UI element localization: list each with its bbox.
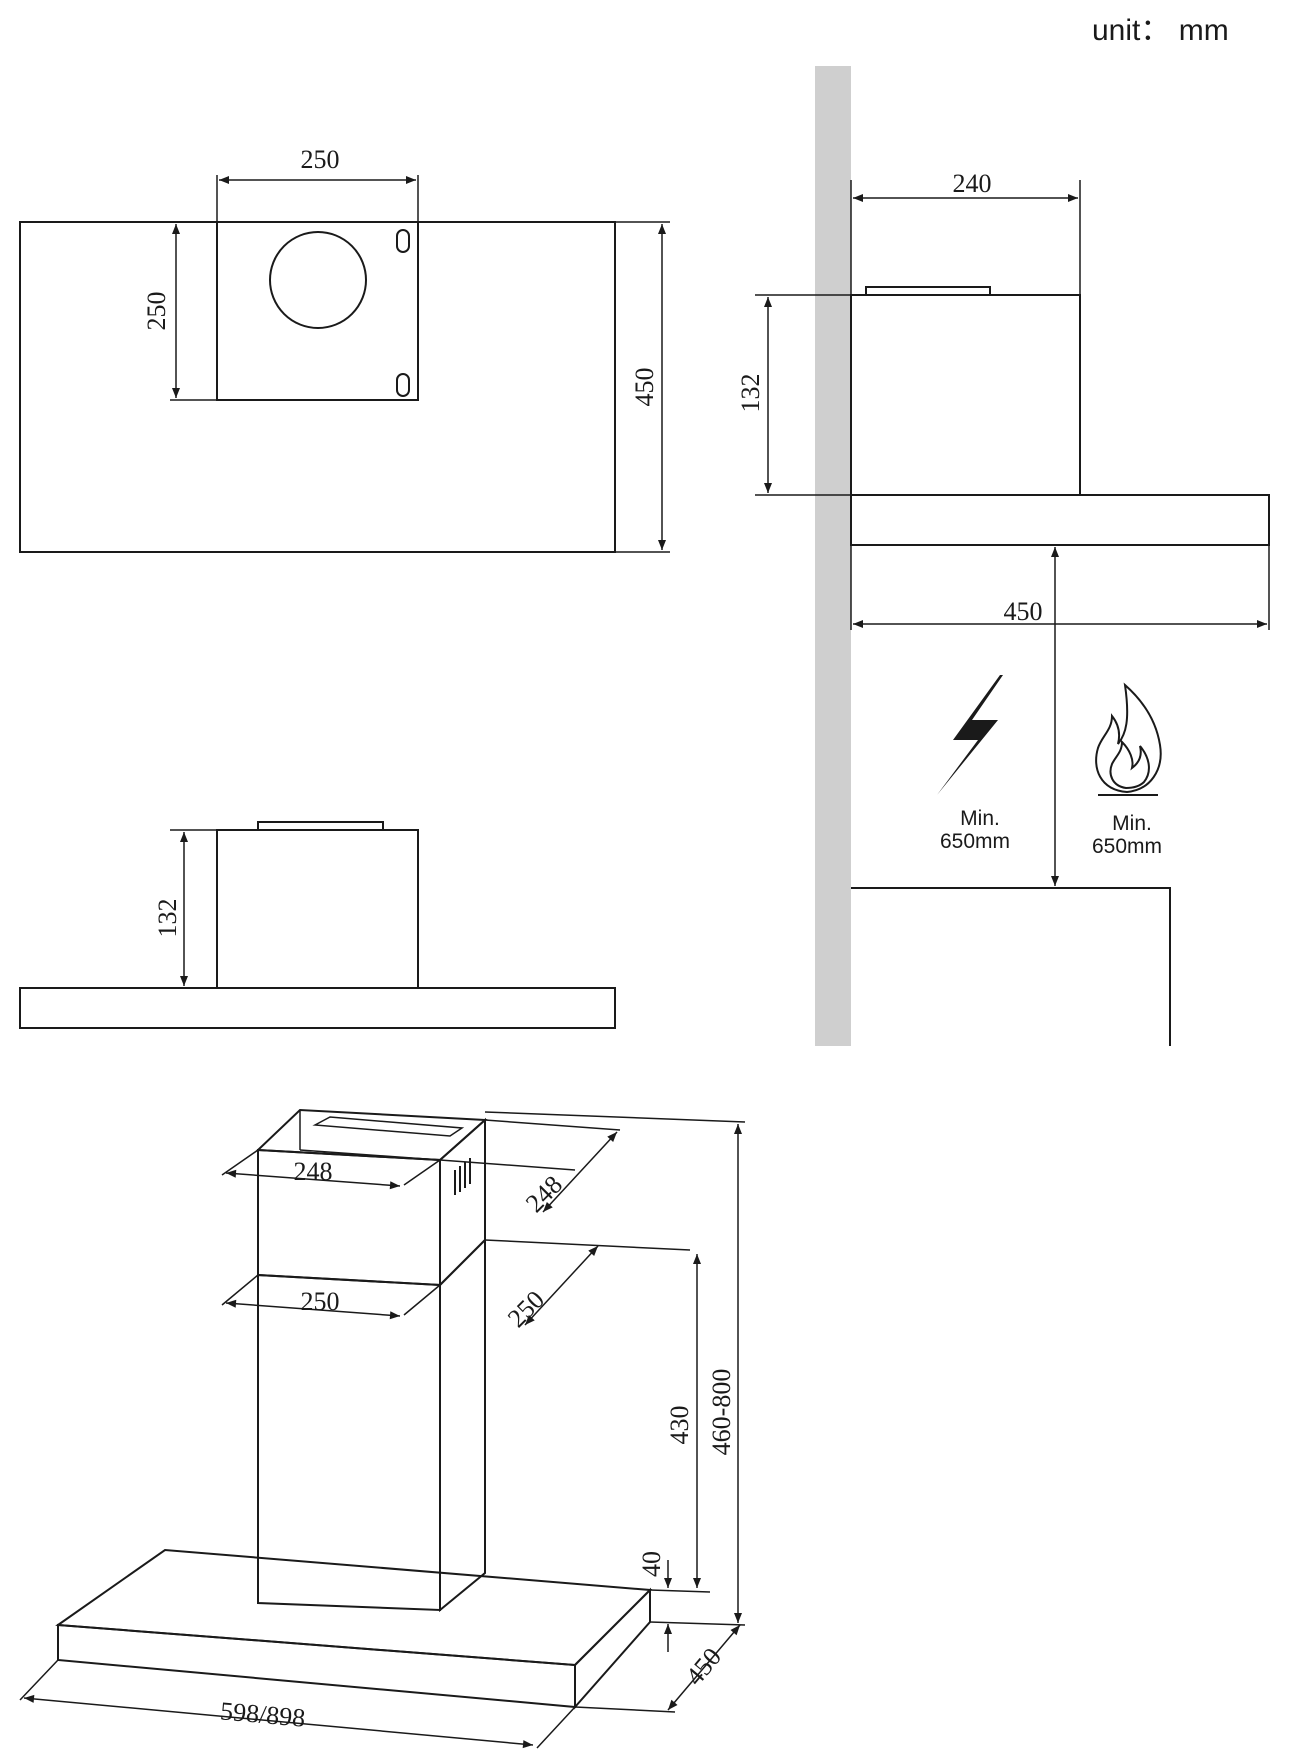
- mounting-bracket: [312, 1116, 465, 1137]
- gas-min-label: Min.: [1112, 812, 1152, 835]
- isometric-view: 248 248 250 250 430 460-800 40 450 598/8…: [19, 1108, 746, 1749]
- dim-lower-chimney-width: 250: [301, 1287, 340, 1316]
- duct-plate: [216, 221, 419, 401]
- upper-chimney-side: [439, 1117, 486, 1288]
- canopy-side-face: [574, 1587, 651, 1710]
- mounting-slot-upper: [396, 229, 410, 253]
- top-box-lid-front: [257, 821, 384, 831]
- side-view: 240 132 450 Min. 650mm Min. 650mm: [736, 66, 1270, 1046]
- top-box-front: [216, 829, 419, 989]
- top-view: 250 250 450: [19, 145, 670, 553]
- dim-lower-chimney-depth: 250: [502, 1285, 550, 1333]
- mounting-slot-lower: [396, 373, 410, 397]
- dim-line-canopy-depth: [667, 1624, 741, 1711]
- dim-canopy-width: 598/898: [219, 1696, 306, 1732]
- top-box-side: [850, 294, 1081, 496]
- dim-side-box-height: 132: [736, 374, 765, 413]
- front-view: 132: [19, 821, 616, 1029]
- canopy-side: [850, 494, 1270, 546]
- top-box-lid-side: [865, 286, 991, 296]
- dim-line-lower-width: [225, 1299, 401, 1320]
- dim-canopy-thickness: 40: [637, 1551, 666, 1577]
- dim-hood-depth: 450: [630, 368, 659, 407]
- canopy-front-face: [57, 1623, 576, 1709]
- vent-slots-icon: [454, 1158, 471, 1195]
- dim-duct-width: 250: [301, 145, 340, 174]
- dim-lower-chimney-height: 430: [665, 1406, 694, 1445]
- dim-front-box-height: 132: [153, 899, 182, 938]
- canopy-front: [19, 987, 616, 1029]
- dim-duct-depth: 250: [142, 292, 171, 331]
- dim-upper-chimney-depth: 248: [520, 1170, 568, 1218]
- cooktop-outline: [851, 887, 1171, 1046]
- dim-upper-chimney-width: 248: [294, 1157, 333, 1186]
- dim-side-hood-depth: 450: [1004, 597, 1043, 626]
- dim-line-lower-depth: [524, 1245, 599, 1326]
- dim-chimney-depth: 240: [953, 169, 992, 198]
- hood-outline-top: [19, 221, 616, 553]
- lightning-bolt-icon: [937, 675, 1003, 795]
- electric-min-label: Min.: [960, 807, 1000, 830]
- dim-line-canopy-width: [23, 1694, 534, 1749]
- duct-outlet-circle: [269, 231, 367, 329]
- lower-chimney-side: [439, 1237, 486, 1613]
- electric-min-value: 650mm: [940, 830, 1010, 853]
- dim-line-upper-depth: [542, 1131, 618, 1213]
- unit-label: unit： mm: [1092, 14, 1229, 47]
- gas-min-value: 650mm: [1092, 835, 1162, 858]
- upper-chimney-front: [257, 1148, 441, 1287]
- wall: [815, 66, 851, 1046]
- dim-total-height: 460-800: [707, 1369, 736, 1456]
- flame-icon: [1095, 682, 1162, 796]
- dim-line-upper-width: [225, 1169, 401, 1190]
